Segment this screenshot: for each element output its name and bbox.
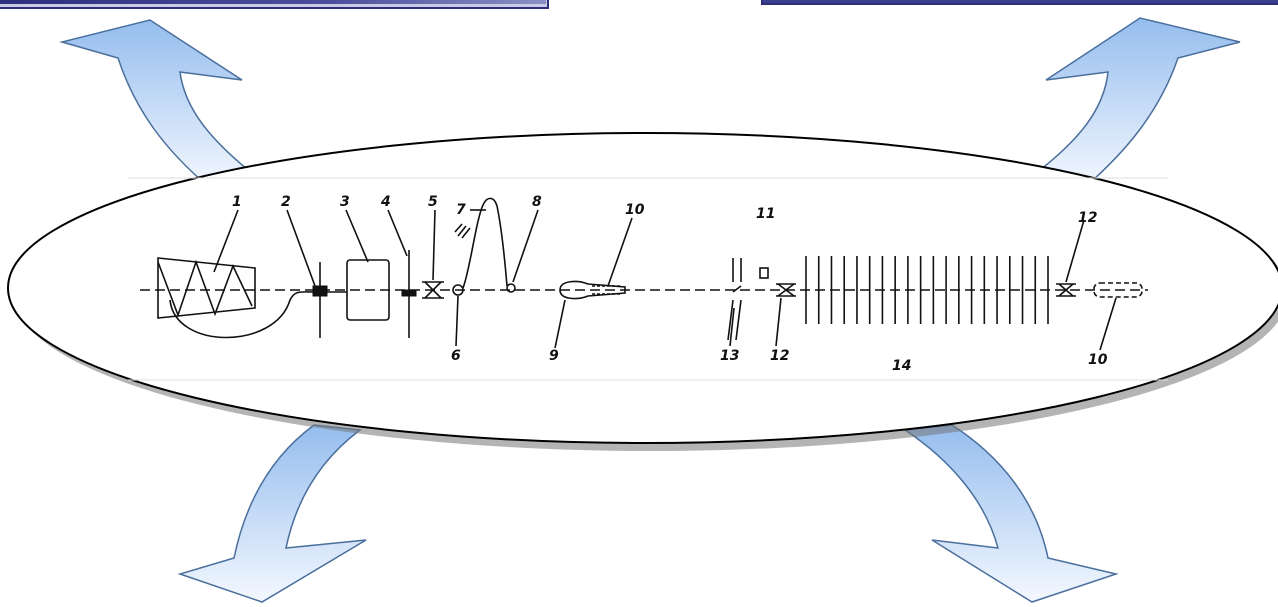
label-5: 5 — [428, 194, 438, 210]
spool — [157, 257, 316, 339]
rollers-12-left — [776, 283, 796, 297]
arrow-top-left — [59, 19, 250, 189]
label-6: 6 — [451, 348, 461, 364]
funnel-9-heater-10 — [559, 280, 626, 300]
label-2: 2 — [281, 194, 291, 210]
arrow-top-right — [1038, 17, 1241, 189]
label-9: 9 — [549, 348, 559, 364]
label-13: 13 — [720, 348, 739, 364]
label-8: 8 — [532, 194, 542, 210]
guide-4 — [401, 250, 417, 338]
arrow-bottom-right — [902, 424, 1119, 603]
label-3: 3 — [340, 194, 350, 210]
label-10-bottom: 10 — [1088, 352, 1108, 368]
banner-top-right — [761, 0, 1278, 5]
arrow-bottom-left — [177, 424, 367, 603]
label-10-top: 10 — [625, 202, 645, 218]
guide-2 — [312, 262, 328, 338]
leader-lines — [213, 209, 1117, 351]
comb-14 — [805, 256, 1049, 324]
heater-10-right — [1093, 282, 1143, 298]
label-12-top: 12 — [1078, 210, 1097, 226]
label-7: 7 — [456, 202, 466, 218]
loop-7 — [452, 197, 516, 296]
label-11: 11 — [756, 206, 775, 222]
rollers-5 — [422, 281, 444, 299]
label-4: 4 — [380, 194, 391, 210]
rollers-12-right — [1056, 283, 1076, 297]
technical-drawing: 1 2 3 4 5 7 8 10 11 12 6 9 13 12 14 10 — [140, 194, 1148, 374]
label-14: 14 — [892, 358, 911, 374]
label-12-bottom: 12 — [770, 348, 789, 364]
banner-top-left — [0, 0, 549, 9]
item-11 — [759, 267, 769, 279]
part-labels: 1 2 3 4 5 7 8 10 11 12 6 9 13 12 14 10 — [232, 194, 1108, 374]
label-1: 1 — [232, 194, 242, 210]
divider-13 — [727, 258, 742, 341]
diagram-ellipse — [7, 132, 1278, 444]
